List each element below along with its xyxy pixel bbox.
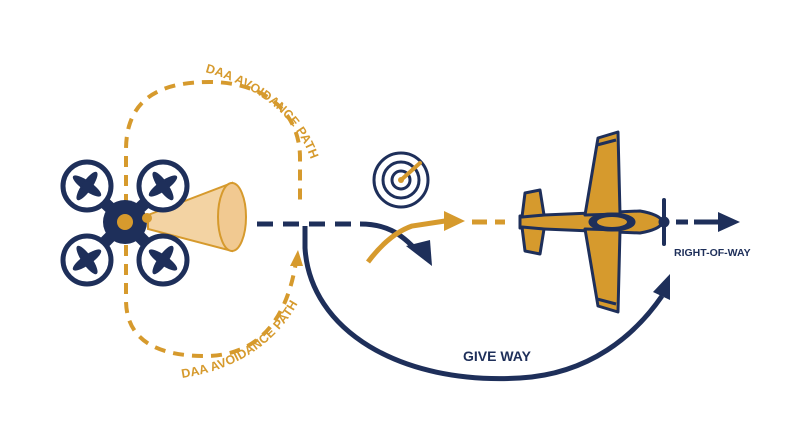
rotor-top-left [60,159,114,213]
reroute-arrow [366,218,446,264]
deviation-arrowhead [406,240,432,266]
reroute-arrowhead [444,211,465,231]
lower-path-arrowhead [290,250,303,266]
upper-path-label: DAA AVOIDANCE PATH [204,61,321,160]
radar-icon [372,151,430,209]
manned-aircraft-icon [518,130,670,314]
sensor-cone [147,181,247,253]
rotor-top-right [136,159,190,213]
right-of-way-arrowhead [718,212,740,232]
lower-avoidance-path [124,245,298,359]
give-way-label: GIVE WAY [463,348,532,364]
give-way-path [302,226,665,382]
give-way-arrowhead [653,274,670,300]
right-of-way-label: RIGHT-OF-WAY [674,247,751,259]
quadcopter-drone-icon [60,159,190,287]
lower-path-label: DAA AVOIDANCE PATH [180,298,300,381]
upper-avoidance-path [124,79,302,205]
rotor-bottom-right [136,233,190,287]
rotor-bottom-left [60,233,114,287]
